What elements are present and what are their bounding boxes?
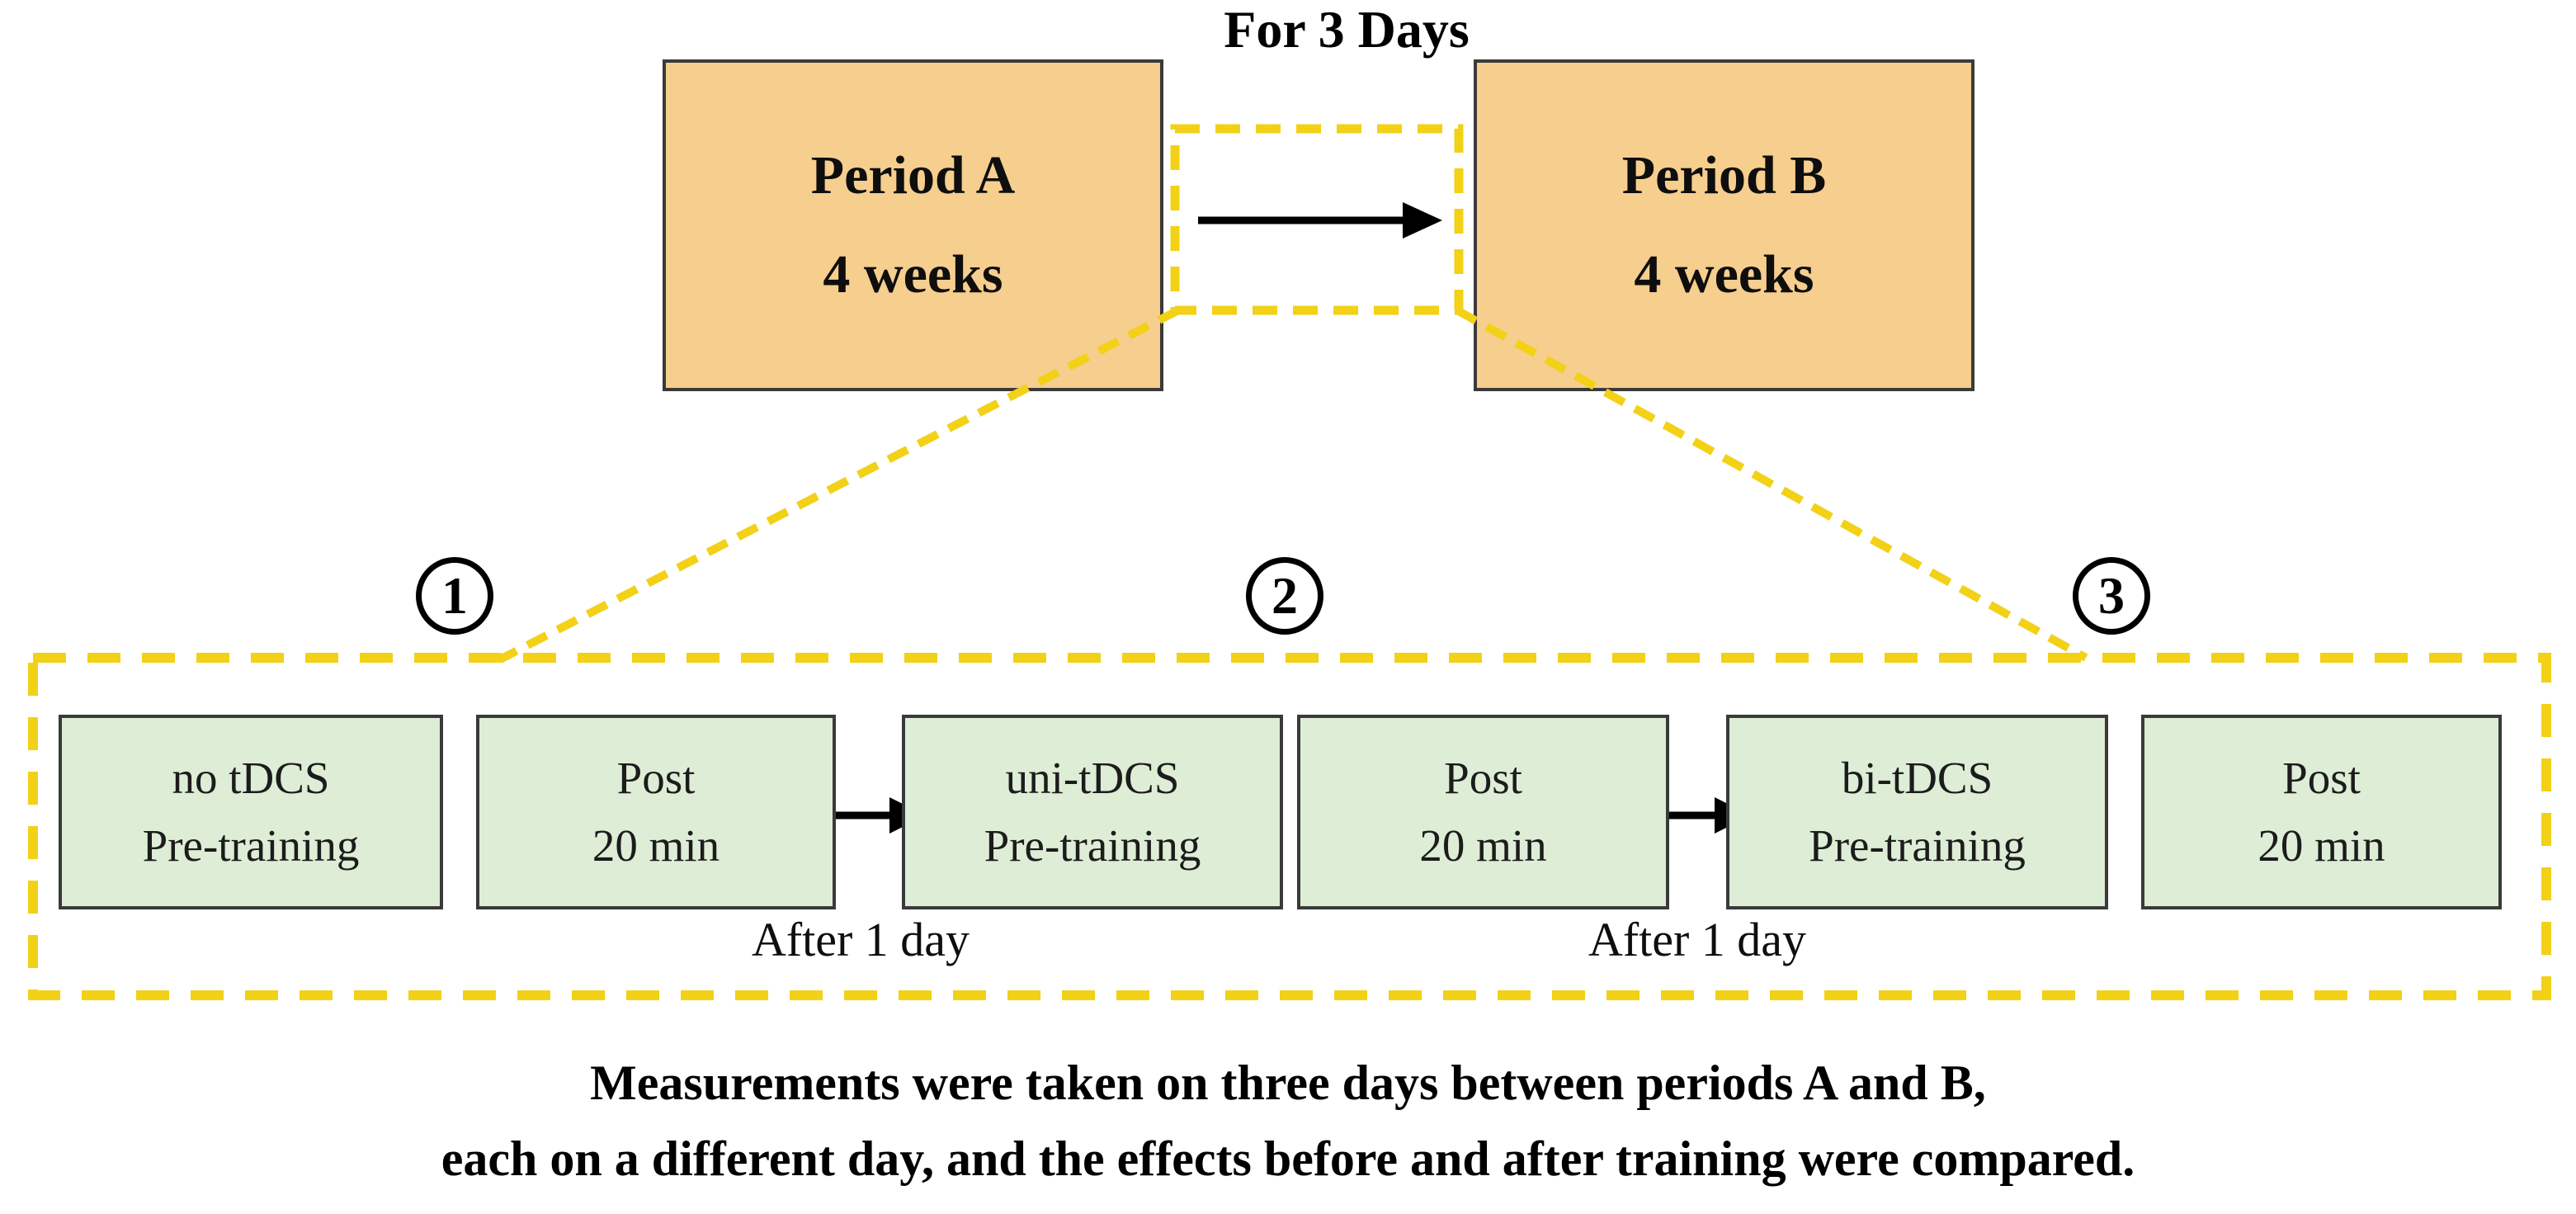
period-b-duration: 4 weeks — [1634, 244, 1814, 305]
figure-caption: Measurements were taken on three days be… — [0, 1045, 2576, 1197]
day-marker-1-number: 1 — [441, 566, 468, 625]
session-4-line2: 20 min — [1419, 820, 1547, 871]
session-box-post-2: Post 20 min — [1297, 715, 1669, 909]
period-a-duration: 4 weeks — [823, 244, 1003, 305]
day-marker-1-badge: 1 — [416, 557, 493, 635]
session-5-line2: Pre-training — [1809, 820, 2026, 871]
interval-label-2: After 1 day — [1588, 913, 1807, 966]
day-marker-3-number: 3 — [2098, 566, 2125, 625]
session-3-line1: uni-tDCS — [1005, 753, 1180, 803]
session-1-line1: no tDCS — [172, 753, 330, 803]
session-6-line1: Post — [2282, 753, 2361, 803]
session-box-bi-tdcs-pretraining: bi-tDCS Pre-training — [1726, 715, 2108, 909]
session-box-uni-tdcs-pretraining: uni-tDCS Pre-training — [902, 715, 1283, 909]
day-marker-2-badge: 2 — [1246, 557, 1323, 635]
day-marker-2-number: 2 — [1271, 566, 1298, 625]
period-a-name: Period A — [810, 145, 1016, 205]
session-1-line2: Pre-training — [142, 820, 360, 871]
interval-label-1: After 1 day — [751, 913, 970, 966]
transition-window-dashed-box — [1170, 124, 1464, 315]
caption-line-2: each on a different day, and the effects… — [441, 1131, 2135, 1186]
session-2-line1: Post — [616, 753, 696, 803]
caption-line-1: Measurements were taken on three days be… — [590, 1056, 1986, 1110]
session-4-line1: Post — [1444, 753, 1522, 803]
period-a-box: Period A 4 weeks — [663, 59, 1163, 391]
period-b-box: Period B 4 weeks — [1474, 59, 1974, 391]
session-box-post-3: Post 20 min — [2141, 715, 2502, 909]
session-5-line1: bi-tDCS — [1841, 753, 1993, 803]
session-2-line2: 20 min — [592, 820, 720, 871]
period-transition-arrow-icon — [1198, 202, 1442, 239]
session-6-line2: 20 min — [2258, 820, 2385, 871]
session-box-post-1: Post 20 min — [476, 715, 836, 909]
period-b-name: Period B — [1621, 145, 1827, 205]
session-3-line2: Pre-training — [984, 820, 1201, 871]
day-marker-3-badge: 3 — [2073, 557, 2150, 635]
transition-duration-label: For 3 Days — [1224, 0, 1470, 59]
session-box-no-tdcs-pretraining: no tDCS Pre-training — [59, 715, 443, 909]
